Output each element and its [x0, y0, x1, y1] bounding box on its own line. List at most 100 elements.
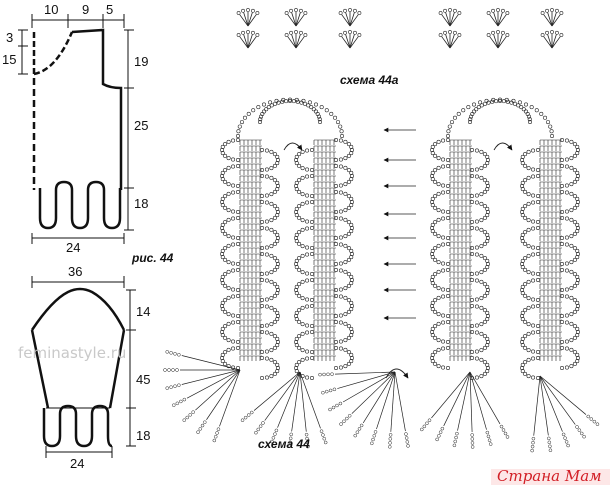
picot-chain [575, 281, 580, 286]
picot-chain [526, 175, 531, 180]
picot-chain [272, 293, 277, 298]
picot-chain [433, 231, 438, 236]
picot-chain [309, 194, 314, 199]
spray-chain [486, 434, 491, 439]
fan-stitch [243, 34, 249, 49]
picot-chain [445, 242, 450, 247]
picot-chain [305, 226, 310, 231]
picot-chain [531, 271, 536, 276]
picot-chain [269, 166, 274, 171]
picot-chain [469, 297, 474, 302]
picot-chain [531, 219, 536, 224]
picot-chain [297, 345, 302, 350]
spray-chain [561, 432, 566, 437]
fan-stitch [449, 12, 455, 27]
picot-chain [535, 168, 540, 173]
arch-chain [333, 115, 338, 120]
chain-stitch [251, 30, 255, 35]
picot-chain [272, 282, 277, 287]
picot-chain [433, 309, 438, 314]
picot-chain [300, 305, 305, 310]
spray-chain [261, 421, 265, 425]
spray-chain [388, 437, 393, 441]
picot-chain [569, 165, 574, 170]
arch-chain [449, 120, 454, 125]
scheme-44-label: схема 44 [258, 437, 310, 451]
spray-chain [328, 407, 332, 412]
spray-chain [453, 439, 457, 444]
chain-stitch [505, 11, 510, 15]
arch-chain [486, 100, 491, 105]
arch-chain [534, 108, 539, 113]
picot-chain [441, 268, 446, 273]
picot-chain [231, 157, 236, 162]
picot-chain [474, 375, 479, 380]
picot-chain [346, 257, 351, 262]
picot-chain [482, 334, 487, 339]
picot-chain [297, 308, 302, 313]
picot-chain [269, 296, 274, 301]
picot-chain [436, 347, 441, 352]
picot-chain [436, 156, 441, 161]
picot-chain [294, 317, 299, 322]
picot-chain [349, 359, 354, 364]
chain-stitch [299, 8, 303, 13]
picot-chain [231, 346, 236, 351]
spray-stitch [299, 371, 307, 432]
picot-chain [226, 312, 231, 317]
fan-stitch [345, 34, 351, 49]
picot-chain [343, 191, 348, 196]
picot-chain [531, 252, 536, 257]
picot-chain [535, 349, 540, 354]
spray-chain [288, 440, 292, 445]
spray-chain [530, 448, 534, 453]
picot-chain [305, 278, 310, 283]
spray-chain [357, 427, 362, 431]
picot-chain [272, 360, 277, 365]
picot-chain [575, 229, 580, 234]
picot-chain [445, 345, 450, 350]
picot-chain [223, 298, 228, 303]
spray-chain [404, 432, 408, 436]
picot-chain [535, 297, 540, 302]
picot-chain [445, 261, 450, 266]
picot-chain [445, 313, 450, 318]
spray-chain [177, 353, 181, 357]
picot-chain [523, 334, 528, 339]
picot-chain [485, 343, 490, 348]
picot-chain [430, 333, 435, 338]
sleeve-pattern-labels: 36 14 45 18 24 [68, 264, 150, 471]
chain-stitch [486, 33, 491, 37]
spray-chain [188, 413, 192, 417]
picot-chain [264, 323, 269, 328]
picot-chain [535, 226, 540, 231]
spray-chain [196, 430, 200, 434]
picot-chain [223, 231, 228, 236]
picot-chain [569, 217, 574, 222]
picot-chain [564, 138, 569, 143]
spray-stitch [539, 375, 587, 415]
picot-chain [441, 209, 446, 214]
arch-chain [494, 99, 499, 104]
picot-chain [535, 148, 540, 153]
spray-chain [200, 423, 205, 428]
picot-chain [436, 243, 441, 248]
spray-chain [547, 440, 552, 445]
picot-chain [236, 138, 241, 143]
picot-chain [569, 286, 574, 291]
picot-chain [294, 213, 299, 218]
picot-chain [474, 349, 479, 354]
picot-chain [259, 220, 264, 225]
picot-chain [523, 241, 528, 246]
chain-stitch [453, 30, 457, 35]
picot-chain [269, 244, 274, 249]
spray-stitch [299, 371, 321, 429]
spray-chain [240, 418, 245, 422]
spray-chain [420, 427, 424, 432]
picot-chain [231, 216, 236, 221]
picot-chain [269, 149, 274, 154]
spray-chain [254, 430, 258, 435]
picot-chain [259, 148, 264, 153]
picot-chain [269, 218, 274, 223]
picot-chain [231, 164, 236, 169]
